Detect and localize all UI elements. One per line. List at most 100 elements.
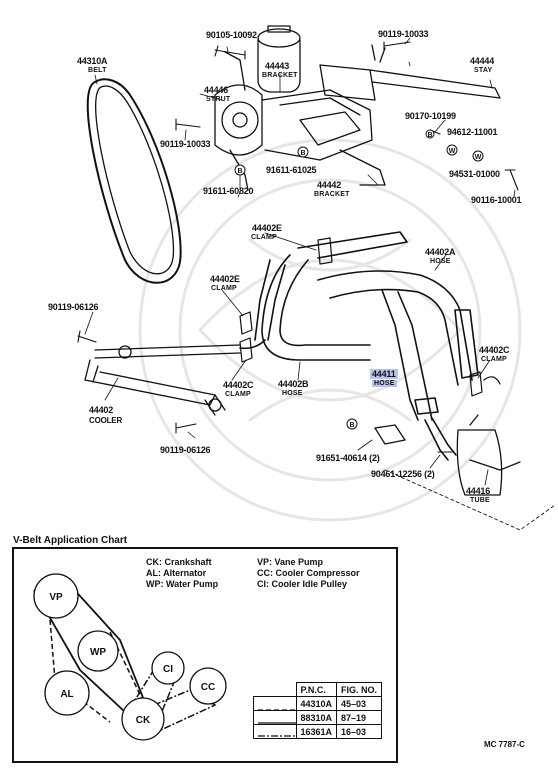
callout-part-number: 44411 (370, 369, 398, 379)
callout-part-number: 44402B (278, 379, 309, 389)
table-header-row: P.N.C. FIG. NO. (253, 682, 383, 697)
table-row: 16361A 16–03 (253, 724, 383, 739)
marker-w (446, 144, 458, 156)
table-cell: 16–03 (336, 724, 383, 739)
table-cell (253, 682, 297, 697)
callout-part-name: CLAMP (225, 391, 251, 398)
pulley-label: CI (163, 664, 173, 675)
callout-part-number: 44402C (223, 380, 254, 390)
hose-44402b (239, 254, 371, 361)
clamps (239, 237, 501, 397)
legend-left: CK: Crankshaft AL: Alternator WP: Water … (146, 557, 218, 590)
marker-circles (234, 129, 484, 430)
callout-part-number: 44402A (425, 247, 456, 257)
table-row: 88310A 87–19 (253, 710, 383, 725)
table-cell: 45–03 (336, 696, 383, 711)
figure-code: MC 7787-C (484, 740, 525, 749)
pulley-label: CC (201, 682, 215, 693)
hose-44411 (381, 289, 457, 461)
callout-part-name: CLAMP (251, 234, 277, 241)
pulley-vp (33, 573, 79, 619)
callout-part-number: 90170-10199 (405, 111, 456, 121)
belt-44310a (86, 78, 182, 284)
callout-part-number: 91611-61025 (266, 165, 317, 175)
marker-b (297, 146, 309, 158)
chart-title: V-Belt Application Chart (13, 535, 128, 546)
marker-label: B (300, 150, 305, 157)
callout-part-number: 44402E (210, 274, 240, 284)
pulley-label: AL (60, 689, 73, 700)
leader-lines (84, 37, 516, 486)
highlighted-part: 44411 (370, 369, 398, 379)
callout-part-number: 44402E (252, 223, 282, 233)
table-cell: 87–19 (336, 710, 383, 725)
table-cell: 44310A (295, 696, 338, 711)
callout-part-number: 91651-40614 (2) (316, 453, 380, 463)
table-header: FIG. NO. (336, 682, 383, 697)
legend-item: CK: Crankshaft (146, 557, 212, 567)
bracket-clip (374, 424, 406, 445)
legend-item: AL: Alternator (146, 568, 207, 578)
vane-pump-assembly (214, 44, 501, 191)
callout-part-name: HOSE (430, 258, 451, 265)
pulley-cc (189, 667, 227, 705)
marker-label: B (349, 422, 354, 429)
callout-part-number: 90461-12256 (2) (371, 469, 435, 479)
callout-part-number: 44444 (470, 56, 495, 66)
marker-label: B (237, 168, 242, 175)
marker-label: W (449, 148, 456, 155)
pulley-label: WP (90, 647, 106, 658)
table-cell: 88310A (295, 710, 338, 725)
callout-part-number: 91611-60820 (203, 186, 254, 196)
callout-part-number: 44442 (317, 180, 342, 190)
callout-part-number: 44416 (466, 486, 491, 496)
vbelt-chart-frame (12, 547, 398, 763)
callout-part-number: 94612-11001 (447, 127, 498, 137)
marker-b (346, 418, 358, 430)
callout-part-number: 44443 (265, 61, 290, 71)
watermark-emblem (138, 138, 522, 522)
callout-part-number: 90116-10001 (471, 195, 522, 205)
callout-part-number: 90119-10033 (378, 29, 429, 39)
hose-44402a (297, 231, 479, 386)
pulley-label: VP (49, 592, 63, 603)
pulley-ck (121, 697, 165, 741)
pulley-label: CK (136, 715, 151, 726)
table-cell (253, 696, 297, 711)
callout-part-number: 44446 (204, 85, 229, 95)
callout-part-number: 44402C (479, 345, 510, 355)
callout-part-number: 44310A (77, 56, 108, 66)
cooler-44402 (84, 344, 241, 416)
marker-label: W (475, 154, 482, 161)
legend-item: VP: Vane Pump (257, 557, 324, 567)
callout-part-name: HOSE (282, 390, 303, 397)
pulley-wp (77, 630, 119, 672)
marker-w (472, 150, 484, 162)
belt-pnc-table: P.N.C. FIG. NO. 44310A 45–03 88310A 87–1… (253, 682, 383, 739)
legend-item: CI: Cooler Idle Pulley (257, 579, 348, 589)
table-cell (253, 710, 297, 725)
pump-reservoir (257, 25, 301, 93)
callout-part-name: STAY (474, 67, 493, 74)
pulley-al (44, 670, 90, 716)
table-cell: 16361A (295, 724, 338, 739)
callout-part-name: CLAMP (481, 356, 507, 363)
callout-part-name: TUBE (470, 497, 490, 504)
marker-b (234, 164, 246, 176)
callout-part-name: BELT (88, 67, 107, 74)
table-cell (253, 724, 297, 739)
belt-line-solid (69, 584, 151, 716)
callout-part-number: 94531-01000 (449, 169, 500, 179)
callout-part-name: STRUT (206, 96, 231, 103)
marker-label: B (427, 132, 432, 139)
pulley-ci (151, 651, 185, 685)
callout-part-number: 44402 (89, 405, 114, 415)
callout-part-number: 90119-10033 (160, 139, 211, 149)
callout-part-name: BRACKET (314, 191, 350, 198)
legend-right: VP: Vane Pump CC: Cooler Compressor CI: … (257, 557, 360, 590)
callout-part-number: 90119-06126 (160, 445, 211, 455)
callout-part-number: 90119-06126 (48, 302, 99, 312)
vbelt-chart-drawing (33, 573, 227, 741)
callout-part-name: COOLER (89, 416, 123, 425)
callout-part-number: 90105-10092 (206, 30, 257, 40)
